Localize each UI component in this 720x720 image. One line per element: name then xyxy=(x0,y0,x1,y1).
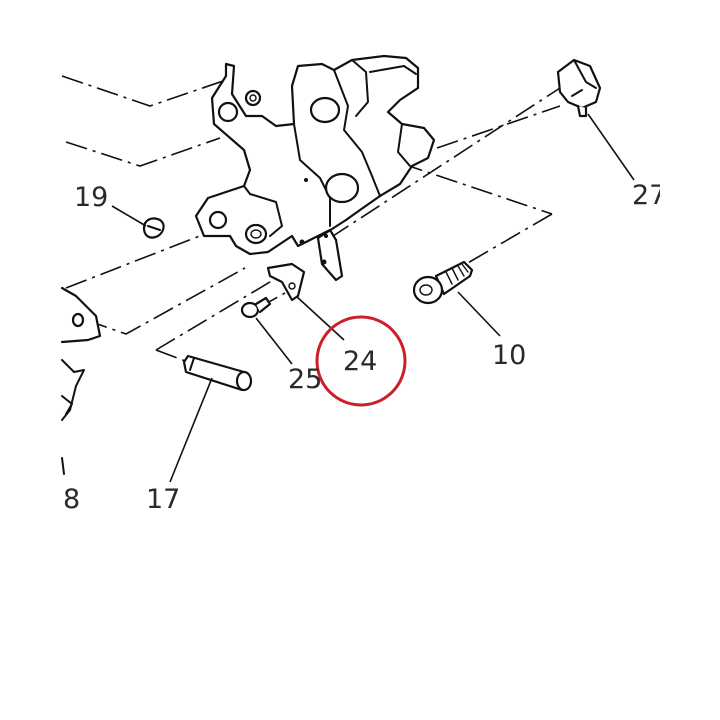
callout-10: 10 xyxy=(492,340,526,371)
part-17-pin xyxy=(182,354,253,392)
phantom-line-arm-left xyxy=(65,231,211,289)
housing-small-hole xyxy=(244,89,262,107)
plate-hole xyxy=(288,282,296,290)
screw-25-head xyxy=(240,301,260,319)
phantom-line-top-left xyxy=(61,75,227,107)
housing-edge-2 xyxy=(351,59,369,117)
callout-17: 17 xyxy=(146,484,180,515)
phantom-line-bracket xyxy=(85,267,246,335)
bolt-socket xyxy=(419,284,433,296)
bracket-hole xyxy=(71,312,85,328)
part-19-clip xyxy=(142,217,165,239)
housing-arm-hole-right-inner xyxy=(250,229,262,239)
callout-19: 19 xyxy=(74,182,108,213)
part-24-plate xyxy=(266,262,306,302)
phantom-line-mid-left xyxy=(65,137,221,167)
connector-edge xyxy=(573,59,597,89)
bracket-lower xyxy=(61,359,85,421)
part-10-bolt xyxy=(412,260,474,305)
leader-10 xyxy=(457,291,501,337)
part-25-screw xyxy=(240,296,272,319)
housing-edge-5 xyxy=(293,123,331,227)
housing-dot-2 xyxy=(299,239,305,245)
housing-arm-hole-left xyxy=(208,210,228,230)
housing-dot-4 xyxy=(324,234,328,238)
housing-dot-1 xyxy=(304,178,308,182)
housing-edge-1 xyxy=(333,69,381,197)
connector-body xyxy=(556,58,602,110)
leader-25 xyxy=(255,317,293,365)
callout-8: 8 xyxy=(63,484,80,515)
pin-end xyxy=(235,370,253,392)
housing-bore-left-upper xyxy=(217,101,239,123)
phantom-line-pin-axis xyxy=(155,349,189,363)
housing-edge-6 xyxy=(243,185,283,237)
screw-25-shank xyxy=(254,296,272,314)
housing-bore-middle xyxy=(324,172,360,204)
bolt-thread xyxy=(445,263,469,285)
bracket-detail xyxy=(61,395,73,415)
leader-17 xyxy=(169,377,213,483)
right-edge-mask xyxy=(660,0,720,720)
housing-dot-3 xyxy=(321,259,327,265)
housing-outline xyxy=(194,54,436,282)
housing-bore-upper xyxy=(309,96,341,124)
callout-24: 24 xyxy=(343,346,377,377)
housing-small-hole-inner xyxy=(249,94,257,102)
leader-19 xyxy=(111,205,147,227)
part-27-connector xyxy=(556,58,602,118)
leader-24 xyxy=(295,295,345,341)
callout-25: 25 xyxy=(288,364,322,395)
left-edge-mask xyxy=(0,0,60,720)
connector-detail xyxy=(571,89,583,97)
pin-groove xyxy=(189,357,195,371)
plate-outline xyxy=(266,262,306,302)
phantom-line-to-screw-10 xyxy=(465,213,553,265)
phantom-line-to-pin-17 xyxy=(155,275,301,351)
phantom-line-to-part-27 xyxy=(329,87,561,239)
housing-edge-3 xyxy=(397,123,411,167)
leader-27 xyxy=(587,113,635,181)
part-8-bracket xyxy=(60,286,102,475)
phantom-line-shaft xyxy=(401,105,561,161)
main-housing xyxy=(194,54,436,282)
clip-inner xyxy=(147,225,161,231)
highlight-circle-24 xyxy=(315,315,407,407)
housing-arm-hole-right xyxy=(244,223,268,245)
leader-lines xyxy=(111,113,635,483)
bolt-head xyxy=(412,275,444,305)
housing-edge-4 xyxy=(369,65,417,75)
connector-tab xyxy=(576,104,588,118)
bracket-lower-edge xyxy=(61,457,65,475)
